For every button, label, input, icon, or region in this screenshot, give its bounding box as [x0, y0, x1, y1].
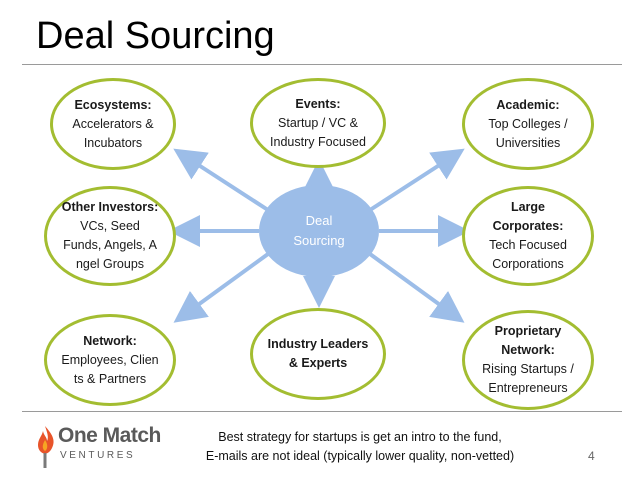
- node-line: Startup / VC &: [278, 115, 358, 130]
- node-events: Events: Startup / VC & Industry Focused: [250, 78, 386, 168]
- arrow-to-network: [173, 252, 270, 323]
- center-label: Deal: [305, 213, 333, 228]
- page-number: 4: [588, 449, 595, 463]
- node-heading: Events:: [295, 96, 341, 111]
- footer-note: Best strategy for startups is get an int…: [150, 428, 570, 466]
- node-heading: & Experts: [288, 356, 348, 370]
- logo-name: One Match: [58, 424, 161, 447]
- node-line: ngel Groups: [75, 257, 145, 271]
- node-heading: Industry Leaders: [267, 337, 369, 351]
- node-heading: Network:: [501, 343, 555, 357]
- node-line: Rising Startups /: [482, 362, 574, 376]
- node-line: Top Colleges /: [488, 116, 568, 131]
- page-title: Deal Sourcing: [36, 15, 275, 57]
- arrow-to-proprietary: [368, 252, 465, 323]
- footer-line: E-mails are not ideal (typically lower q…: [205, 449, 515, 463]
- node-large-corporates: Large Corporates: Tech Focused Corporati…: [462, 186, 594, 286]
- node-line: Industry Focused: [270, 134, 366, 149]
- node-heading: Academic:: [496, 97, 560, 112]
- node-network: Network: Employees, Clien ts & Partners: [44, 314, 176, 406]
- node-line: Employees, Clien: [61, 352, 159, 367]
- node-proprietary-network: Proprietary Network: Rising Startups / E…: [462, 310, 594, 410]
- node-line: Accelerators &: [72, 116, 154, 131]
- node-line: Incubators: [83, 135, 143, 150]
- one-match-ventures-logo: One Match VENTURES: [32, 420, 167, 470]
- node-line: VCs, Seed: [80, 219, 140, 233]
- node-line: Universities: [495, 135, 561, 150]
- footer-line: Best strategy for startups is get an int…: [218, 430, 502, 444]
- node-industry-leaders: Industry Leaders & Experts: [250, 308, 386, 400]
- node-line: Funds, Angels, A: [63, 238, 157, 252]
- node-heading: Large: [510, 200, 546, 214]
- node-line: ts & Partners: [73, 371, 147, 386]
- footer-divider: [22, 411, 622, 412]
- node-line: Tech Focused: [489, 238, 567, 252]
- node-line: Corporations: [492, 257, 564, 271]
- arrow-to-ecosystems: [173, 148, 270, 212]
- flame-match-icon: [38, 426, 54, 468]
- arrow-to-academic: [368, 148, 465, 212]
- logo-subtitle: VENTURES: [60, 450, 136, 461]
- node-heading: Network:: [83, 333, 137, 348]
- node-heading: Ecosystems:: [74, 97, 152, 112]
- node-heading: Proprietary: [494, 324, 562, 338]
- node-line: Entrepreneurs: [488, 381, 568, 395]
- node-academic: Academic: Top Colleges / Universities: [462, 78, 594, 170]
- title-divider: [22, 64, 622, 65]
- center-label: Sourcing: [293, 233, 345, 248]
- node-ecosystems: Ecosystems: Accelerators & Incubators: [50, 78, 176, 170]
- node-other-investors: Other Investors: VCs, Seed Funds, Angels…: [44, 186, 176, 286]
- node-heading: Other Investors:: [61, 200, 159, 214]
- node-heading: Corporates:: [492, 219, 564, 233]
- center-node: Deal Sourcing: [259, 185, 379, 277]
